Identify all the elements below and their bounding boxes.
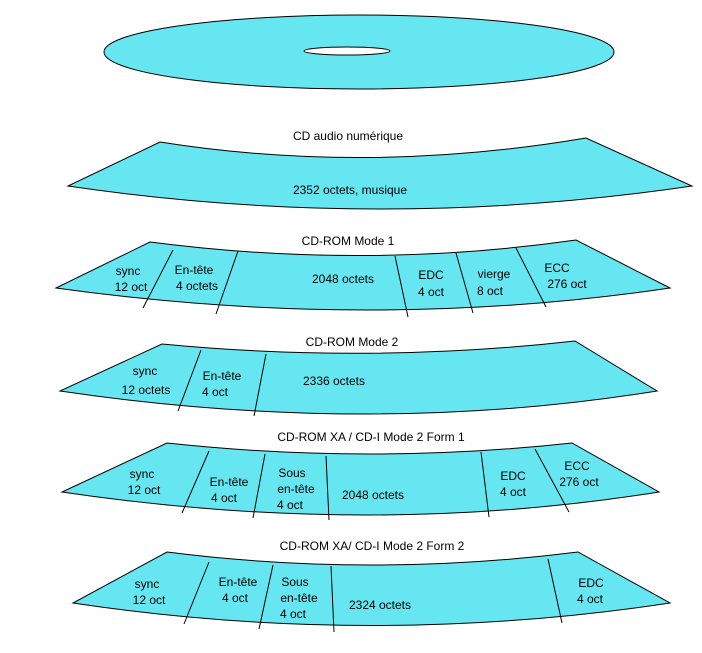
band-shape [71, 551, 672, 626]
segment-label: 4 oct [500, 485, 527, 499]
segment-label: 2324 octets [349, 598, 411, 612]
segment-label: En-tête [219, 575, 258, 589]
segment-divider [177, 349, 202, 412]
segment-divider [515, 247, 547, 308]
disc-center-hole [303, 46, 391, 56]
segment-divider [183, 561, 210, 625]
segment-divider [330, 565, 335, 633]
segment-label: 4 oct [280, 607, 307, 621]
segment-label: ECC [564, 459, 590, 473]
segment-divider [394, 255, 409, 318]
segment-divider [547, 558, 563, 624]
disc-illustration [103, 14, 615, 90]
segment-label: 2048 octets [342, 488, 404, 502]
segment-label: sync [135, 577, 160, 591]
segment-label: En-tête [175, 263, 214, 277]
band-shape [66, 137, 694, 210]
segment-label: EDC [578, 576, 604, 590]
band-title: CD-ROM XA / CD-I Mode 2 Form 1 [277, 430, 465, 444]
segment-label: 8 oct [477, 284, 504, 298]
segment-label: 4 octets [176, 279, 218, 293]
segment-label: 2352 octets, musique [293, 183, 407, 197]
segment-label: En-tête [210, 475, 249, 489]
segment-label: Sous [281, 575, 308, 589]
segment-divider [480, 451, 490, 518]
band-shape [58, 340, 659, 415]
band-title: CD-ROM XA/ CD-I Mode 2 Form 2 [280, 539, 465, 553]
segment-label: 4 oct [577, 592, 604, 606]
band-shape [60, 442, 661, 516]
segment-label: 4 oct [222, 591, 249, 605]
segment-label: 12 oct [115, 280, 148, 294]
segment-label: Sous [278, 466, 305, 480]
segment-label: EDC [418, 268, 444, 282]
band-cdrom-mode2: CD-ROM Mode 2 sync 12 octets En-tête 4 o… [58, 335, 659, 417]
segment-label: 12 octets [122, 383, 171, 397]
segment-label: 276 oct [547, 277, 587, 291]
segment-divider [142, 249, 174, 309]
segment-divider [253, 353, 267, 417]
segment-label: 12 oct [133, 593, 166, 607]
band-xa-form1: CD-ROM XA / CD-I Mode 2 Form 1 sync 12 o… [60, 430, 661, 521]
segment-label: EDC [500, 469, 526, 483]
band-cdrom-mode1: CD-ROM Mode 1 sync 12 oct En-tête 4 octe… [54, 234, 672, 318]
segment-label: 4 oct [277, 498, 304, 512]
segment-label: sync [133, 364, 158, 378]
band-title: CD-ROM Mode 1 [302, 234, 395, 248]
segment-label: vierge [478, 267, 511, 281]
segment-divider [215, 250, 239, 315]
segment-label: en-tête [277, 482, 315, 496]
band-xa-form2: CD-ROM XA/ CD-I Mode 2 Form 2 sync 12 oc… [71, 539, 672, 633]
band-title: CD audio numérique [293, 129, 403, 143]
segment-label: sync [116, 264, 141, 278]
segment-divider [252, 453, 266, 519]
segment-label: sync [130, 467, 155, 481]
segment-divider [181, 450, 210, 514]
band-cd-audio: CD audio numérique 2352 octets, musique [66, 129, 694, 210]
segment-label: ECC [544, 261, 570, 275]
segment-label: 2048 octets [312, 272, 374, 286]
band-title: CD-ROM Mode 2 [306, 335, 399, 349]
segment-divider [534, 448, 570, 513]
segment-divider [258, 564, 274, 630]
segment-label: en-tête [280, 591, 318, 605]
segment-label: 12 oct [128, 483, 161, 497]
segment-label: 276 oct [559, 475, 599, 489]
segment-label: 4 oct [202, 385, 229, 399]
segment-label: En-tête [203, 369, 242, 383]
segment-divider [325, 455, 330, 521]
segment-label: 2336 octets [303, 374, 365, 388]
segment-label: 4 oct [418, 285, 445, 299]
band-shape [54, 239, 672, 311]
segment-divider [455, 252, 474, 314]
segment-label: 4 oct [211, 491, 238, 505]
